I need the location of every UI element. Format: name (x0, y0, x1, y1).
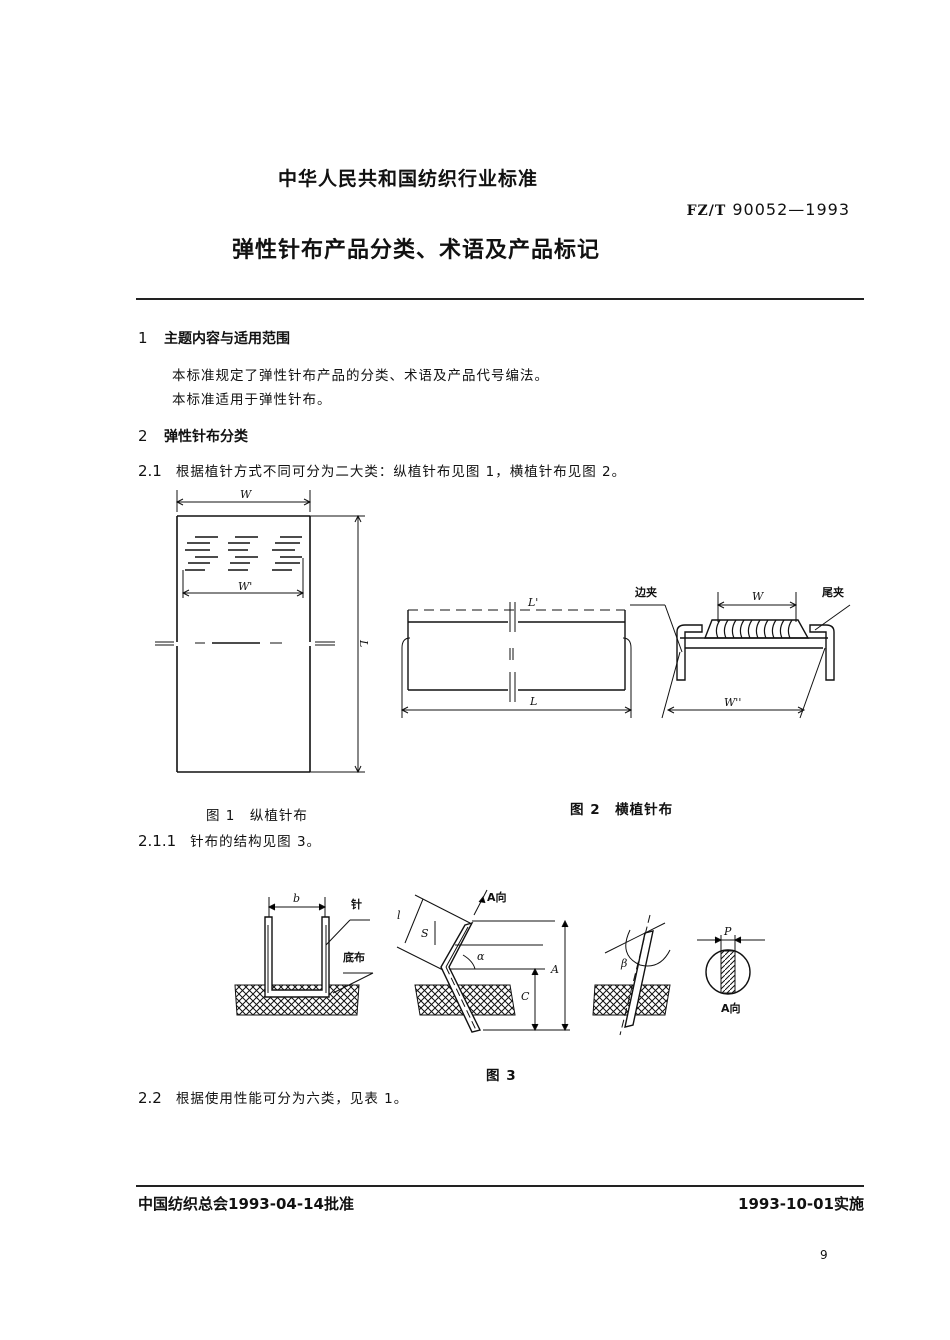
fig1-label-l: L (357, 639, 370, 647)
fig2-label-edge-clip: 边夹 (634, 585, 657, 599)
fig2-label-l: L (529, 695, 537, 708)
fig3-label-needle: 针 (351, 897, 362, 911)
figure-1-caption: 图 1 纵植针布 (206, 808, 308, 824)
fig2-label-l-prime: L' (527, 596, 538, 609)
fig2-label-w: W (752, 590, 765, 603)
clause-text: 针布的结构见图 3。 (190, 834, 322, 850)
section-1-heading: 1 主题内容与适用范围 (138, 328, 290, 348)
fig3-label-base-cloth: 底布 (343, 950, 365, 964)
clause-number: 2.1 (138, 462, 162, 480)
section-2-heading: 2 弹性针布分类 (138, 426, 248, 446)
section-number: 1 (138, 329, 148, 347)
figure-3-caption: 图 3 (486, 1068, 517, 1084)
clause-2-1-1: 2.1.1 针布的结构见图 3。 (138, 830, 321, 850)
section-title: 弹性针布分类 (164, 429, 248, 445)
clause-2-1: 2.1 根据植针方式不同可分为二大类：纵植针布见图 1，横植针布见图 2。 (138, 460, 626, 480)
fig3-label-a-direction: A向 (487, 890, 507, 904)
fig1-label-w-prime: W' (238, 580, 252, 593)
page-number: 9 (820, 1248, 828, 1262)
fig3-label-alpha: α (477, 950, 485, 963)
fig2-label-tail-clip: 尾夹 (821, 585, 844, 599)
fig3-label-s: S (421, 927, 429, 940)
standard-number: 90052—1993 (732, 200, 850, 219)
clause-text: 根据使用性能可分为六类，见表 1。 (175, 1091, 409, 1107)
footer-divider (136, 1185, 864, 1187)
fig3-label-a-view: A向 (721, 1001, 741, 1015)
clause-number: 2.2 (138, 1089, 162, 1107)
fig2-label-w-double-prime: W'' (724, 696, 741, 709)
figure-1-diagram: W W' L (155, 488, 370, 774)
effective-date: 1993-10-01实施 (738, 1195, 864, 1213)
fig3-label-l: l (397, 909, 401, 922)
clause-text: 根据植针方式不同可分为二大类：纵植针布见图 1，横植针布见图 2。 (175, 464, 627, 480)
header-divider (136, 298, 864, 300)
fig3-label-p: P (723, 925, 732, 938)
figure-2-diagram-side: L' L (400, 596, 633, 718)
fig3-label-beta: β (620, 957, 627, 970)
clause-number: 2.1.1 (138, 832, 177, 850)
section-title: 主题内容与适用范围 (164, 331, 290, 347)
section-1-paragraph-1: 本标准规定了弹性针布产品的分类、术语及产品代号编法。 (172, 368, 549, 384)
standard-code: FZ/T 90052—1993 (687, 200, 850, 219)
fig3-label-a: A (550, 963, 559, 976)
fig3-label-c: C (521, 990, 530, 1003)
document-title: 弹性针布产品分类、术语及产品标记 (232, 238, 601, 263)
figure-3-diagram: b 针 底布 A向 l S α A C β P A向 (234, 889, 765, 1036)
standard-prefix: FZ/T (686, 203, 727, 219)
section-number: 2 (138, 427, 148, 445)
org-title: 中华人民共和国纺织行业标准 (278, 168, 539, 190)
figure-2-diagram-section: 边夹 尾夹 W W'' (630, 585, 851, 719)
clause-2-2: 2.2 根据使用性能可分为六类，见表 1。 (138, 1087, 408, 1107)
figure-2-caption: 图 2 横植针布 (570, 802, 674, 818)
fig1-label-w: W (240, 488, 253, 501)
fig3-label-b: b (293, 892, 300, 905)
section-1-paragraph-2: 本标准适用于弹性针布。 (172, 392, 332, 408)
approval-date: 中国纺织总会1993-04-14批准 (138, 1195, 354, 1213)
